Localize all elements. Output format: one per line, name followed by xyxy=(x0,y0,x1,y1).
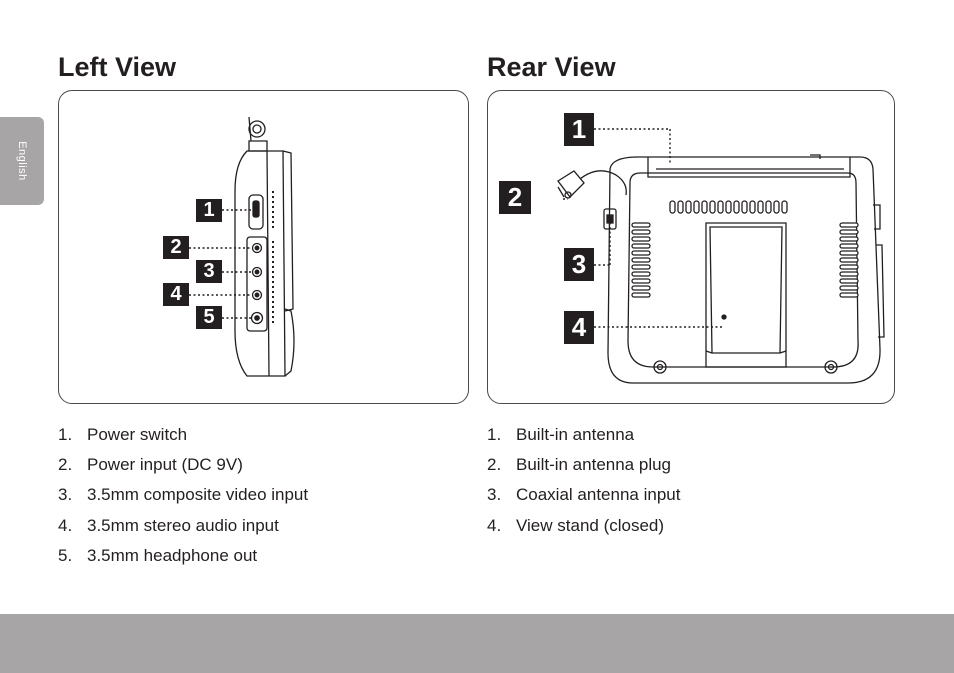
callout-badge-1: 1 xyxy=(564,113,594,146)
callout-badge-3: 3 xyxy=(196,260,222,283)
list-item: 5.3.5mm headphone out xyxy=(58,545,258,565)
side-profile-device-illustration xyxy=(189,116,295,377)
left-view-title: Left View xyxy=(58,52,177,82)
list-item: 2.Power input (DC 9V) xyxy=(58,455,243,475)
list-item: 4.3.5mm stereo audio input xyxy=(58,515,279,535)
rear-view-panel: 1 2 3 4 xyxy=(487,90,895,404)
language-tab-label: English xyxy=(16,141,28,181)
list-item: 1.Power switch xyxy=(58,425,188,444)
callout-badge-4: 4 xyxy=(163,283,189,306)
list-item: 2.Built-in antenna plug xyxy=(487,455,672,475)
callout-badge-3: 3 xyxy=(564,248,594,281)
rear-view-title: Rear View xyxy=(487,52,616,82)
callout-badge-2: 2 xyxy=(163,236,189,259)
callout-badge-5: 5 xyxy=(196,306,222,329)
language-tab: English xyxy=(0,117,44,205)
list-item: 1.Built-in antenna xyxy=(487,425,635,444)
callout-badge-4: 4 xyxy=(564,311,594,344)
left-view-panel: 1 2 3 4 5 xyxy=(58,90,469,404)
footer-bar xyxy=(0,614,954,673)
rear-view-legend: 1.Built-in antenna 2.Built-in antenna pl… xyxy=(487,420,680,541)
list-item: 4.View stand (closed) xyxy=(487,515,665,535)
list-item: 3.3.5mm composite video input xyxy=(58,485,309,505)
callout-badge-2: 2 xyxy=(499,181,531,214)
list-item: 3.Coaxial antenna input xyxy=(487,485,681,505)
rear-device-illustration xyxy=(557,128,885,384)
callout-badge-1: 1 xyxy=(196,199,222,222)
left-view-legend: 1.Power switch 2.Power input (DC 9V) 3.3… xyxy=(58,420,308,571)
